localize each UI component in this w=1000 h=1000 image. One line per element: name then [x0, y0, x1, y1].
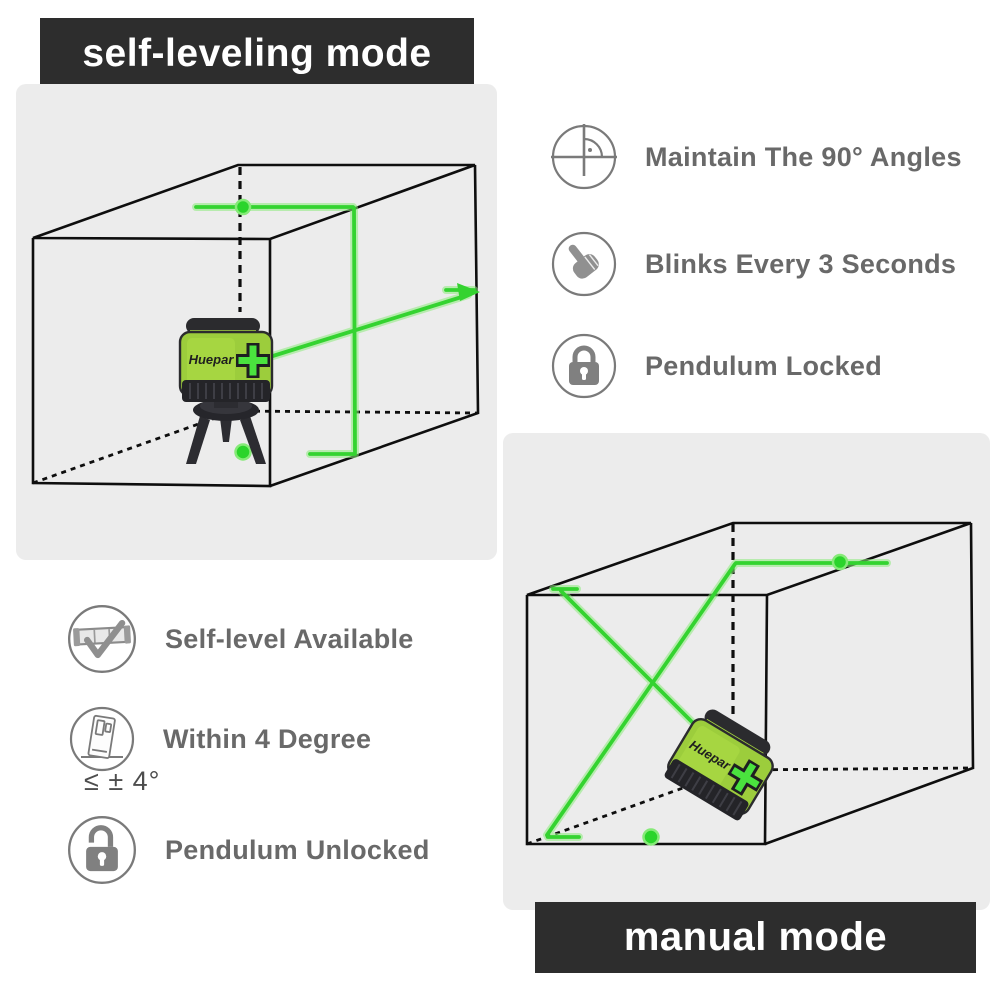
feature-row-maintain-angles: Maintain The 90° Angles: [550, 123, 962, 191]
pointing-hand-icon: [551, 231, 617, 297]
padlock-locked-icon: [551, 333, 617, 399]
self-leveling-banner-label: self-leveling mode: [82, 32, 432, 75]
tripod: [186, 396, 266, 464]
right-angle-icon: [551, 124, 617, 190]
floor-laser-dot: [642, 828, 660, 846]
feature-label: Blinks Every 3 Seconds: [645, 248, 957, 279]
feature-label: Pendulum Locked: [645, 350, 883, 381]
manual-mode-panel: [503, 433, 990, 910]
tilted-device-icon: [69, 706, 135, 772]
manual-mode-banner: manual mode: [535, 902, 976, 973]
self-leveling-scene: [31, 163, 480, 488]
manual-mode-scene: [525, 521, 975, 846]
ceiling-laser-dot: [831, 553, 849, 571]
floor-laser-dot: [234, 443, 252, 461]
self-leveling-mode-banner: self-leveling mode: [40, 18, 474, 90]
padlock-unlocked-icon: [68, 816, 136, 884]
feature-row-blinks: Blinks Every 3 Seconds: [550, 230, 956, 298]
feature-row-pendulum-unlocked: Pendulum Unlocked: [66, 814, 430, 886]
tilt-tolerance-note: ≤ ± 4°: [84, 766, 161, 796]
feature-label: Within 4 Degree: [163, 723, 372, 754]
laser-arrowhead: [457, 283, 480, 301]
laser-lines: [543, 553, 891, 846]
feature-label: Pendulum Unlocked: [165, 834, 430, 865]
feature-row-pendulum-locked: Pendulum Locked: [550, 332, 882, 400]
laser-level-device-upright: [178, 316, 274, 404]
manual-banner-label: manual mode: [623, 915, 888, 959]
ceiling-laser-dot: [234, 198, 252, 216]
feature-row-self-level-available: Self-level Available: [66, 603, 414, 675]
feature-label: Self-level Available: [165, 623, 414, 654]
feature-label: Maintain The 90° Angles: [645, 141, 962, 172]
laser-lines: [192, 198, 480, 461]
level-vial-check-icon: [68, 605, 136, 673]
feature-row-within-4-degree: Within 4 Degree: [68, 705, 371, 773]
